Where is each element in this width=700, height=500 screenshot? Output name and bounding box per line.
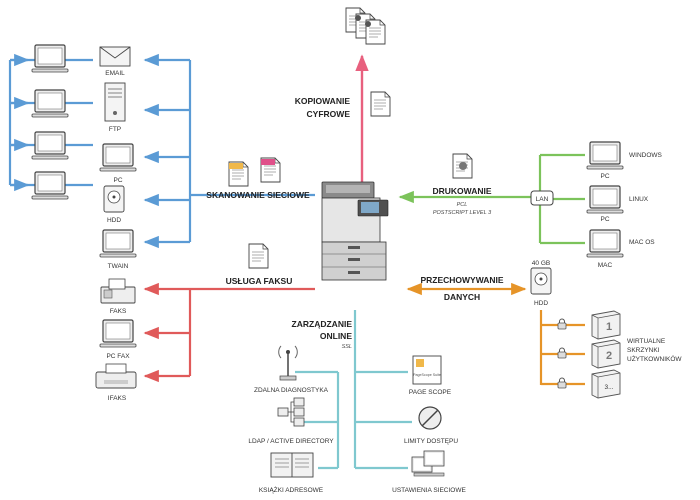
address-book-icon (270, 452, 314, 478)
address-book-label: KSIĄŻKI ADRESOWE (259, 485, 324, 494)
twain-label: TWAIN (108, 263, 129, 270)
print-title: DRUKOWANIE (432, 186, 491, 196)
client-pc-icon (31, 171, 69, 200)
faks-label: FAKS (110, 308, 127, 315)
fax-machine-icon (100, 278, 136, 304)
network-settings-icon (411, 450, 445, 477)
pagescope-logo-text: PageScope Suite (413, 373, 441, 377)
access-limit-icon (418, 406, 442, 430)
ifaks-label: IFAKS (108, 395, 127, 402)
print-connections (398, 153, 585, 245)
copy-title-line2: CYFROWE (307, 109, 351, 119)
pc-label: PC (113, 177, 122, 184)
fax-title: USŁUGA FAKSU (226, 276, 293, 286)
mac-icon (586, 229, 624, 258)
scan-title: SKANOWANIE SIECIOWE (206, 190, 310, 200)
print-sub-ps: POSTSCRIPT LEVEL 3 (433, 210, 492, 216)
directory-tree-icon (277, 397, 305, 427)
mgmt-title-line2: ONLINE (320, 331, 352, 341)
email-label: EMAIL (105, 70, 125, 77)
pc-fax-label: PC FAX (106, 353, 130, 360)
lock-icon (557, 347, 567, 359)
scan-connections (8, 53, 315, 249)
pc-fax-icon (99, 319, 137, 348)
storage-hdd-icon (530, 267, 552, 295)
storage-title-line1: PRZECHOWYWANIE (420, 275, 503, 285)
lock-icon (557, 377, 567, 389)
box-number-2: 2 (606, 350, 612, 362)
lan-hub: LAN (530, 190, 554, 206)
boxes-label-line3: UŻYTKOWNIKÓW (627, 354, 682, 363)
fax-connections (143, 282, 315, 383)
access-limits-label: LIMITY DOSTĘPU (404, 438, 458, 445)
scan-file-icons (228, 157, 281, 187)
ifax-printer-icon (95, 363, 137, 389)
fax-doc-icon (248, 243, 269, 269)
email-icon (99, 46, 131, 67)
boxes-label-line1: WIRTUALNE (627, 338, 666, 345)
pagescope-icon: PageScope Suite (412, 355, 442, 385)
windows-label: WINDOWS (629, 152, 663, 159)
print-doc-icon (452, 153, 473, 179)
pagescope-label: PAGE SCOPE (409, 389, 452, 396)
mgmt-title-line1: ZARZĄDZANIE (292, 319, 353, 329)
network-settings-label: USTAWIENIA SIECIOWE (392, 487, 466, 494)
client-pc-icon (31, 131, 69, 160)
storage-hdd-label: HDD (534, 300, 548, 307)
boxes-label-line2: SKRZYNKI (627, 347, 660, 354)
lock-icon (557, 318, 567, 330)
hdd-icon (103, 185, 125, 213)
ftp-server-icon (104, 82, 126, 122)
management-connections (295, 310, 412, 470)
storage-capacity: 40 GB (532, 260, 550, 267)
print-sub-pcl: PCL (457, 202, 468, 208)
hdd-label: HDD (107, 217, 121, 224)
pc-icon (99, 143, 137, 172)
ldap-label: LDAP / ACTIVE DIRECTORY (248, 438, 334, 445)
box-number-1: 1 (606, 321, 612, 333)
linux-pc-label: PC (600, 216, 609, 223)
lan-label: LAN (536, 196, 549, 203)
remote-diag-label: ZDALNA DIAGNOSTYKA (254, 387, 329, 394)
copy-output-icon (345, 7, 386, 45)
linux-label: LINUX (629, 196, 649, 203)
mfp-device (321, 181, 389, 281)
client-pc-icon (31, 44, 69, 73)
antenna-icon (278, 345, 298, 381)
windows-pc-icon (586, 141, 624, 170)
box-number-3: 3... (604, 384, 613, 391)
linux-pc-icon (586, 185, 624, 214)
copy-document-icon (370, 91, 391, 117)
client-pc-icon (31, 89, 69, 118)
copy-title-line1: KOPIOWANIE (295, 96, 351, 106)
windows-pc-label: PC (600, 173, 609, 180)
mgmt-sub-ssl: SSL (342, 344, 352, 350)
twain-pc-icon (99, 229, 137, 258)
storage-title-line2: DANYCH (444, 292, 480, 302)
macos-label: MAC OS (629, 239, 655, 246)
mac-label: MAC (598, 262, 613, 269)
ftp-label: FTP (109, 126, 121, 133)
